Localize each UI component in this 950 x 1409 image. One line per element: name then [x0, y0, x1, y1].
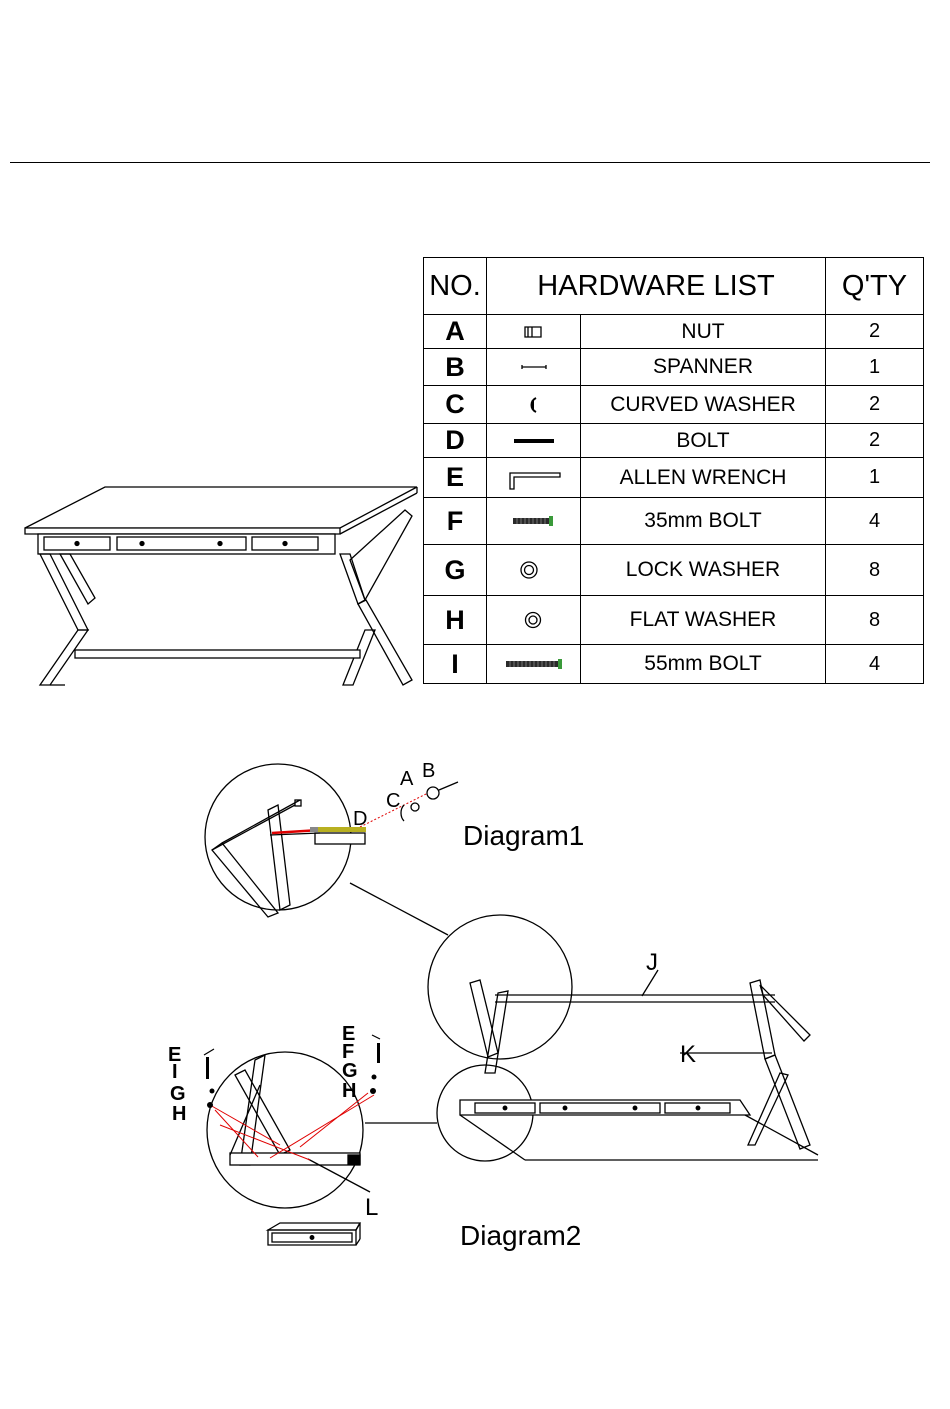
table-row: D BOLT 2 — [424, 424, 924, 458]
label-left-h: H — [172, 1103, 186, 1125]
label-left-g: G — [170, 1083, 186, 1105]
spanner-icon — [487, 349, 581, 386]
table-row: H FLAT WASHER 8 — [424, 596, 924, 645]
diagram1-title: Diagram1 — [463, 820, 584, 851]
label-c: C — [386, 790, 400, 812]
part-qty: 8 — [826, 596, 924, 645]
part-name: FLAT WASHER — [581, 596, 826, 645]
part-qty: 4 — [826, 498, 924, 545]
part-name: BOLT — [581, 424, 826, 458]
part-no: C — [424, 386, 487, 424]
part-name: 55mm BOLT — [581, 645, 826, 684]
part-qty: 8 — [826, 545, 924, 596]
table-row: A NUT 2 — [424, 315, 924, 349]
part-no: B — [424, 349, 487, 386]
part-no: F — [424, 498, 487, 545]
table-row: C CURVED WASHER 2 — [424, 386, 924, 424]
table-row: I 55mm BOLT 4 — [424, 645, 924, 684]
part-qty: 1 — [826, 458, 924, 498]
part-qty: 4 — [826, 645, 924, 684]
part-qty: 2 — [826, 315, 924, 349]
nut-icon — [487, 315, 581, 349]
label-d: D — [353, 808, 367, 830]
part-qty: 1 — [826, 349, 924, 386]
label-left-i: I — [172, 1061, 178, 1083]
table-row: B SPANNER 1 — [424, 349, 924, 386]
label-k: K — [680, 1041, 696, 1068]
table-row: E ALLEN WRENCH 1 — [424, 458, 924, 498]
part-name: LOCK WASHER — [581, 545, 826, 596]
header-rule — [10, 162, 930, 163]
diagram2-detail-circle — [207, 1052, 363, 1208]
hardware-list-table: NO. HARDWARE LIST Q'TY A NUT 2 B SPANNER… — [423, 257, 924, 684]
part-name: CURVED WASHER — [581, 386, 826, 424]
diagram2-title: Diagram2 — [460, 1220, 581, 1251]
part-no: H — [424, 596, 487, 645]
label-a: A — [400, 768, 414, 790]
label-right-g: G — [342, 1060, 358, 1082]
assembly-diagrams: A B C D Diagram1 J K L E I G H E F G H D… — [160, 755, 840, 1265]
part-name: SPANNER — [581, 349, 826, 386]
part-no: A — [424, 315, 487, 349]
flat-washer-icon — [487, 596, 581, 645]
part-no: D — [424, 424, 487, 458]
lock-washer-icon — [487, 545, 581, 596]
label-b: B — [422, 760, 435, 782]
bolt-55mm-icon — [487, 645, 581, 684]
part-no: I — [424, 645, 487, 684]
bolt-35mm-icon — [487, 498, 581, 545]
header-qty: Q'TY — [826, 258, 924, 315]
table-row: F 35mm BOLT 4 — [424, 498, 924, 545]
part-name: NUT — [581, 315, 826, 349]
part-no: G — [424, 545, 487, 596]
header-hardware-list: HARDWARE LIST — [487, 258, 826, 315]
part-no: E — [424, 458, 487, 498]
curved-washer-icon — [487, 386, 581, 424]
table-header-row: NO. HARDWARE LIST Q'TY — [424, 258, 924, 315]
header-no: NO. — [424, 258, 487, 315]
label-right-h: H — [342, 1080, 356, 1102]
allen-wrench-icon — [487, 458, 581, 498]
label-l: L — [365, 1194, 378, 1221]
table-row: G LOCK WASHER 8 — [424, 545, 924, 596]
part-name: ALLEN WRENCH — [581, 458, 826, 498]
desk-illustration — [20, 480, 420, 690]
part-qty: 2 — [826, 424, 924, 458]
label-j: J — [646, 949, 658, 976]
part-qty: 2 — [826, 386, 924, 424]
part-name: 35mm BOLT — [581, 498, 826, 545]
bolt-icon — [487, 424, 581, 458]
